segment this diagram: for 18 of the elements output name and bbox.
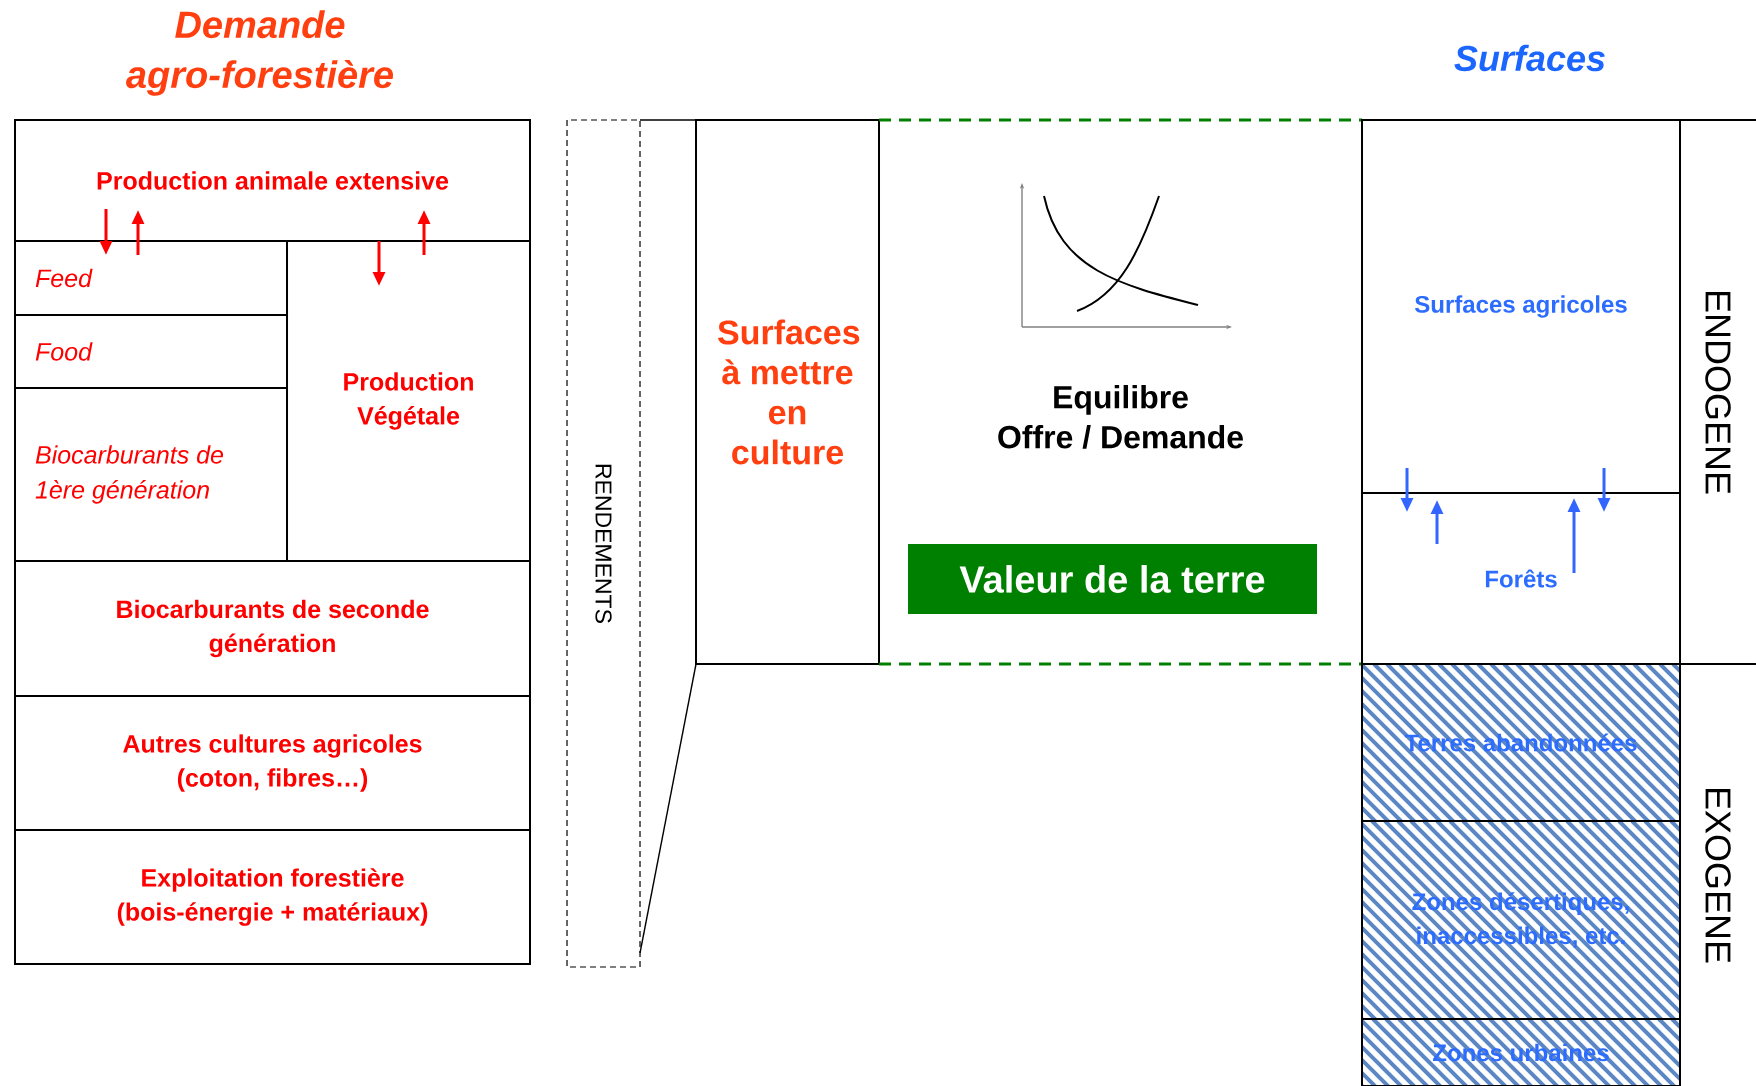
text-box: Food xyxy=(14,314,288,389)
text-box: Production animale extensive xyxy=(14,119,531,242)
connector-line xyxy=(639,663,697,954)
text-box: Feed xyxy=(14,240,288,316)
vertical-label: ENDOGENE xyxy=(1679,119,1756,665)
text-box: Autres cultures agricoles (coton, fibres…) xyxy=(14,695,531,831)
heading: Surfaces xyxy=(1454,44,1605,72)
text-box: Surfaces agricoles xyxy=(1361,119,1681,494)
value-banner: Valeur de la terre xyxy=(908,544,1317,614)
dashed-box: RENDEMENTS xyxy=(566,119,641,968)
text-box: Exploitation forestière (bois-énergie + matériaux) xyxy=(14,829,531,965)
text-box: Biocarburants de 1ère génération xyxy=(14,387,288,562)
connector-line xyxy=(639,119,697,121)
vertical-label: EXOGENE xyxy=(1705,788,1731,963)
text-box: Forêts xyxy=(1361,492,1681,665)
text-box: Production Végétale xyxy=(286,240,531,562)
text-box: Biocarburants de seconde génération xyxy=(14,560,531,697)
text-box: Surfaces à mettre en culture xyxy=(695,119,880,665)
